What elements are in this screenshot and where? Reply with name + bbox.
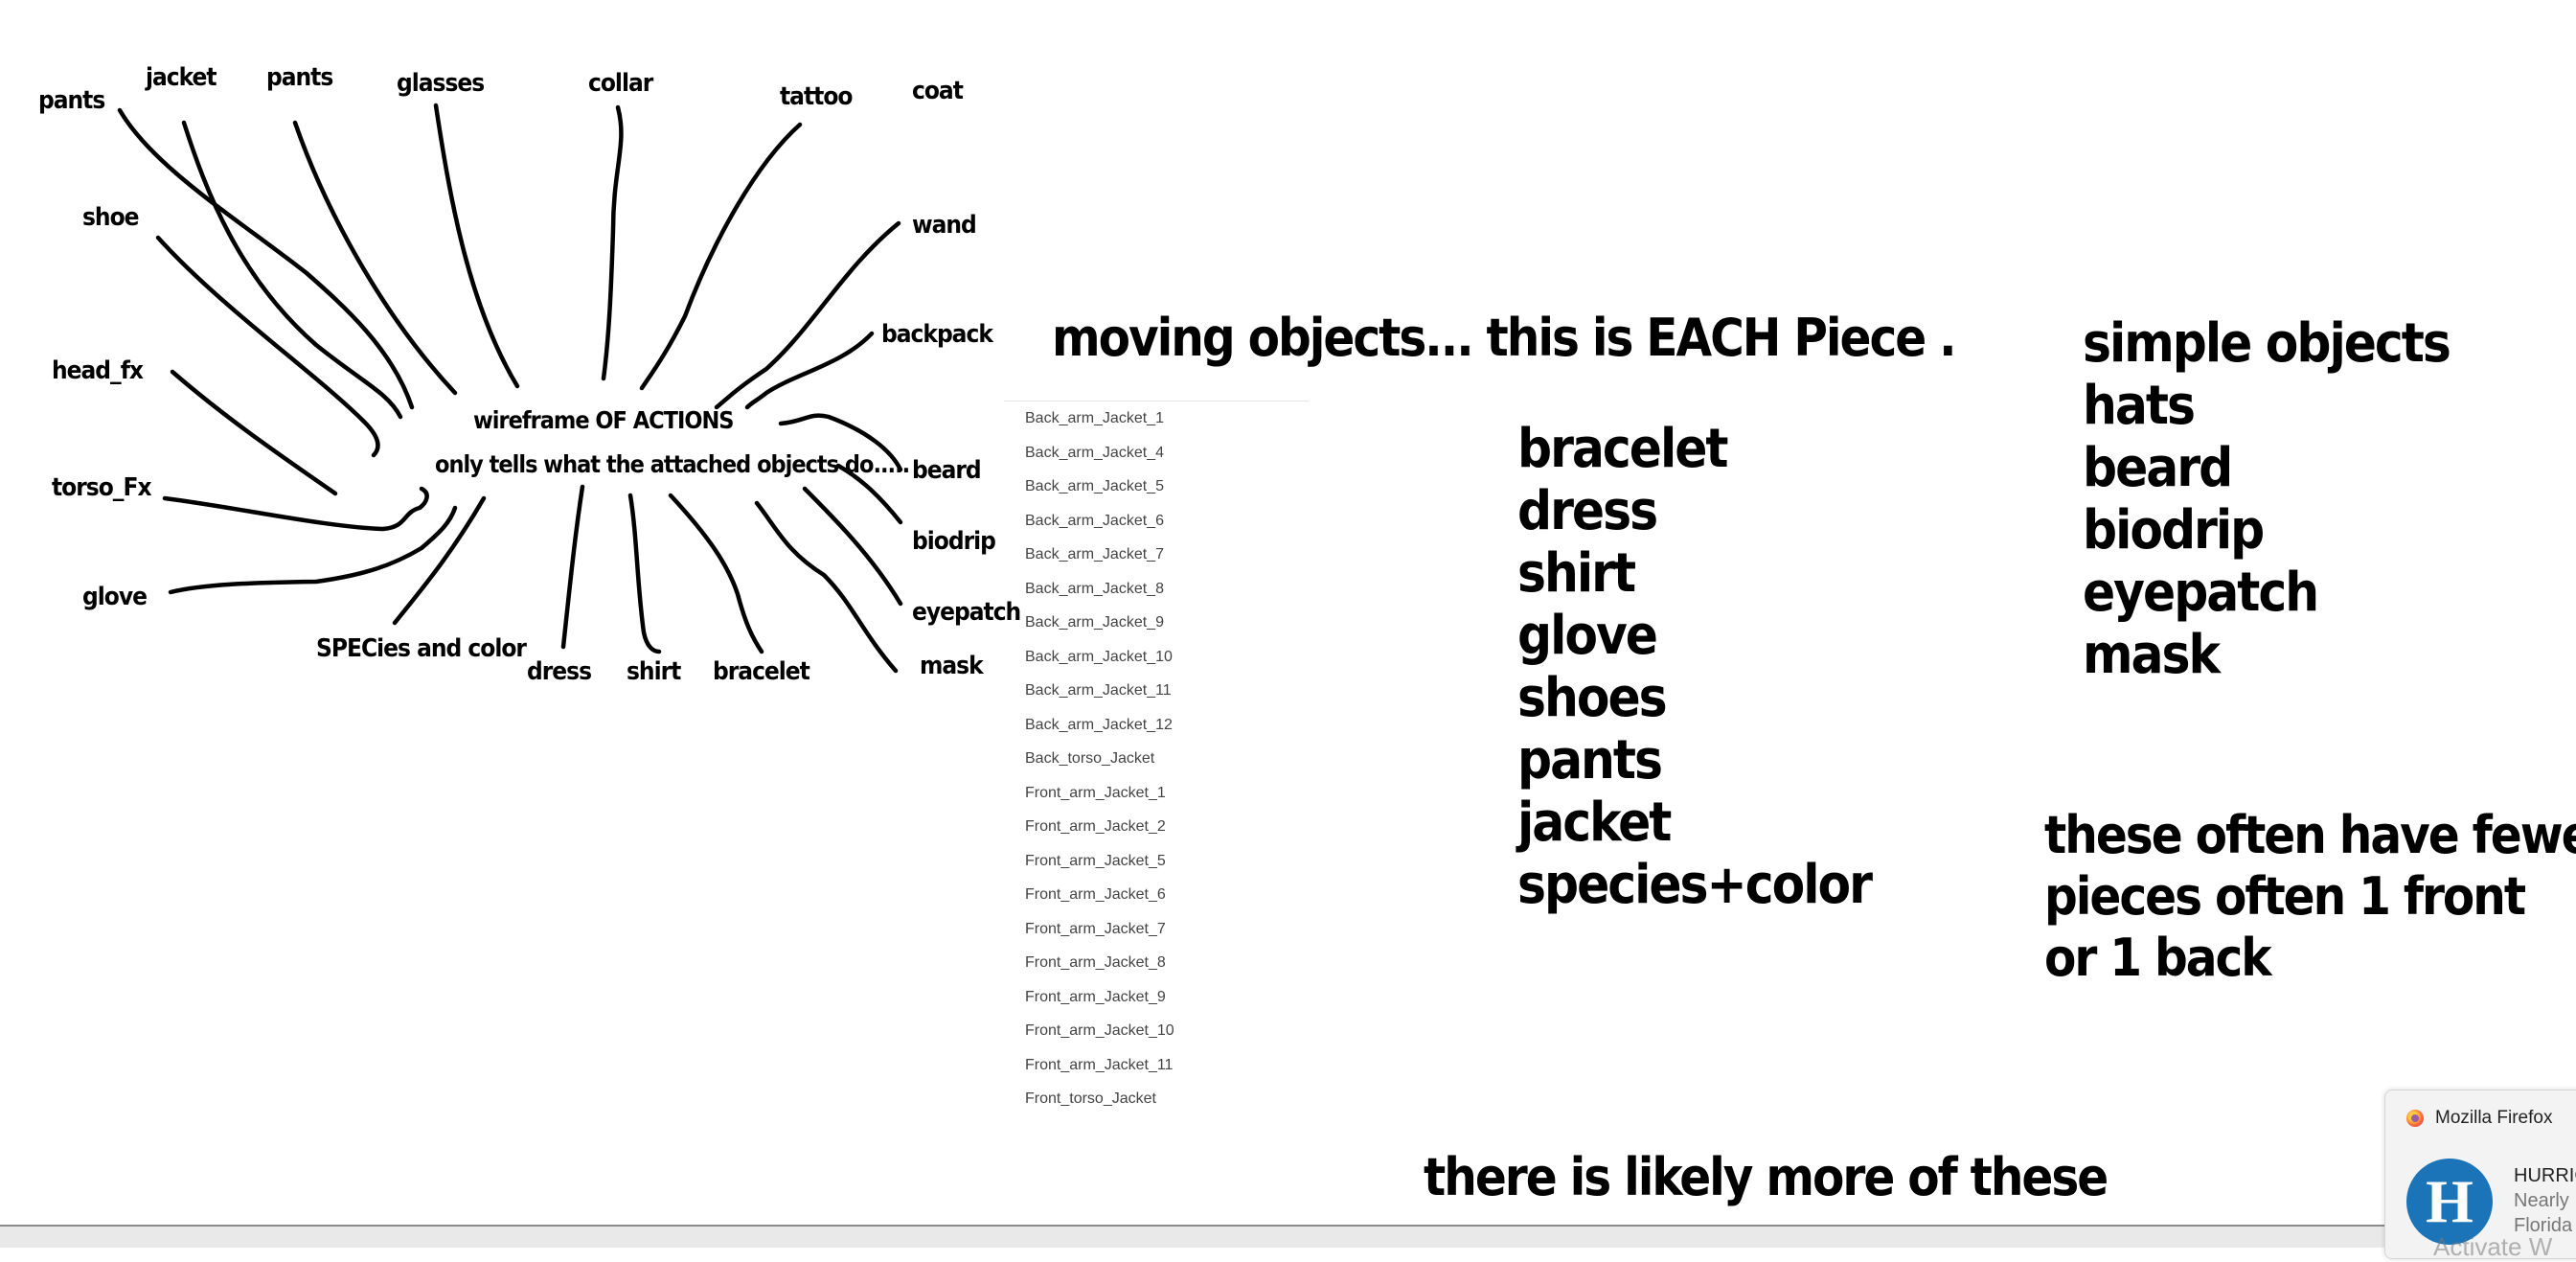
label-pants-left: pants [38, 86, 105, 115]
stroke-torso-fx [162, 486, 429, 532]
file-list-item[interactable]: Back_arm_Jacket_1 [1025, 410, 1164, 426]
label-wand: wand [912, 211, 977, 240]
stroke-collar [601, 104, 624, 381]
label-beard: beard [912, 456, 982, 485]
moving-objects-heading: moving objects... this is EACH Piece . [1052, 308, 1957, 368]
file-list-item[interactable]: Back_torso_Jacket [1025, 750, 1155, 767]
stroke-pants-left [117, 107, 415, 410]
list-item: jacket [1517, 792, 1672, 854]
notification-line: Nearly [2514, 1190, 2569, 1211]
label-glove: glove [82, 583, 148, 611]
file-list-item[interactable]: Back_arm_Jacket_7 [1025, 546, 1164, 562]
stroke-shirt [627, 493, 662, 654]
label-jacket: jacket [146, 63, 217, 92]
label-dress: dress [527, 657, 592, 686]
stroke-mask [754, 500, 899, 674]
notification-title: HURRIC [2514, 1165, 2576, 1186]
label-tattoo: tattoo [780, 82, 853, 111]
label-coat: coat [912, 77, 964, 105]
footer-note: there is likely more of these [1424, 1147, 2109, 1207]
file-list-item[interactable]: Front_arm_Jacket_9 [1025, 988, 1166, 1005]
file-list-item[interactable]: Back_arm_Jacket_12 [1025, 716, 1173, 733]
activate-windows-watermark: Activate W [2433, 1232, 2553, 1261]
simple-objects-list: simple objects hats beard biodrip eyepat… [2083, 312, 2451, 686]
news-logo-icon: H [2406, 1159, 2493, 1245]
notification-line: Florida [2514, 1215, 2573, 1236]
stroke-species [392, 495, 487, 626]
file-list-item[interactable]: Front_arm_Jacket_10 [1025, 1022, 1174, 1039]
label-collar: collar [588, 69, 653, 98]
file-list-item[interactable]: Front_arm_Jacket_8 [1025, 954, 1166, 971]
stroke-bracelet [668, 493, 764, 654]
file-list-item[interactable]: Back_arm_Jacket_8 [1025, 580, 1164, 597]
list-item: eyepatch [2083, 562, 2319, 624]
label-glasses: glasses [397, 69, 485, 98]
firefox-icon [2406, 1110, 2424, 1127]
label-pants: pants [266, 63, 333, 92]
file-list-item[interactable]: Front_arm_Jacket_2 [1025, 818, 1166, 835]
diagram-center-subtitle: only tells what the attached objects do.… [435, 450, 910, 478]
label-biodrip: biodrip [912, 527, 996, 556]
file-list-item[interactable]: Front_arm_Jacket_7 [1025, 920, 1166, 937]
list-item: glove [1517, 605, 1658, 667]
list-item: pants [1517, 729, 1663, 792]
stroke-pants [292, 120, 458, 396]
list-item: beard [2083, 437, 2233, 499]
file-list-item[interactable]: Back_arm_Jacket_5 [1025, 478, 1164, 494]
stroke-glasses [433, 103, 520, 389]
label-shoe: shoe [82, 203, 140, 232]
label-torso-fx: torso_Fx [52, 473, 152, 502]
label-backpack: backpack [881, 320, 993, 349]
file-list-item[interactable]: Back_arm_Jacket_10 [1025, 648, 1173, 665]
notification-body: HURRIC Nearly Florida [2514, 1163, 2576, 1238]
note-line: these often have fewer [2044, 805, 2576, 865]
list-item: shirt [1517, 542, 1636, 605]
file-list-item[interactable]: Front_torso_Jacket [1025, 1090, 1156, 1107]
note-line: or 1 back [2044, 928, 2272, 988]
stroke-wand [714, 220, 901, 410]
fewer-pieces-note: these often have fewer pieces often 1 fr… [2044, 805, 2576, 989]
label-eyepatch: eyepatch [912, 598, 1021, 627]
label-shirt: shirt [627, 657, 681, 686]
file-list-item[interactable]: Back_arm_Jacket_4 [1025, 444, 1164, 461]
list-item: dress [1517, 480, 1658, 542]
firefox-notification[interactable]: Mozilla Firefox H HURRIC Nearly Florida [2384, 1090, 2576, 1259]
label-bracelet: bracelet [713, 657, 810, 686]
list-item: mask [2083, 624, 2221, 686]
stroke-dress [560, 484, 585, 650]
file-list-item[interactable]: Front_arm_Jacket_6 [1025, 886, 1166, 903]
stroke-head-fx [170, 369, 338, 496]
stroke-biodrip [835, 463, 903, 525]
stroke-beard [778, 413, 903, 472]
list-item: biodrip [2083, 499, 2265, 562]
notification-app-name: Mozilla Firefox [2435, 1108, 2553, 1128]
list-item: shoes [1517, 667, 1668, 729]
stroke-eyepatch [802, 486, 903, 607]
file-list-item[interactable]: Front_arm_Jacket_5 [1025, 852, 1166, 869]
stroke-jacket [181, 120, 403, 420]
file-list-item[interactable]: Back_arm_Jacket_11 [1025, 682, 1172, 699]
note-line: pieces often 1 front [2044, 866, 2526, 927]
list-item: hats [2083, 375, 2196, 437]
stroke-backpack [744, 331, 875, 410]
moving-objects-list: bracelet dress shirt glove shoes pants j… [1517, 418, 1873, 916]
simple-objects-title: simple objects [2083, 312, 2451, 375]
list-item: bracelet [1517, 418, 1728, 480]
label-species-color: SPECies and color [316, 634, 527, 663]
file-list-item[interactable]: Front_arm_Jacket_11 [1025, 1056, 1174, 1073]
notification-header: Mozilla Firefox [2406, 1108, 2552, 1129]
bottom-bar [0, 1225, 2576, 1248]
stroke-shoe [155, 235, 380, 458]
diagram-center-title: wireframe OF ACTIONS [473, 406, 734, 434]
file-list-item[interactable]: Back_arm_Jacket_9 [1025, 614, 1164, 631]
file-list-item[interactable]: Front_arm_Jacket_1 [1025, 784, 1166, 801]
label-head-fx: head_fx [52, 356, 144, 385]
stroke-glove [168, 505, 458, 595]
label-mask: mask [920, 652, 984, 680]
stroke-tattoo [639, 122, 803, 391]
list-item: species+color [1517, 854, 1873, 916]
file-list-item[interactable]: Back_arm_Jacket_6 [1025, 512, 1164, 529]
